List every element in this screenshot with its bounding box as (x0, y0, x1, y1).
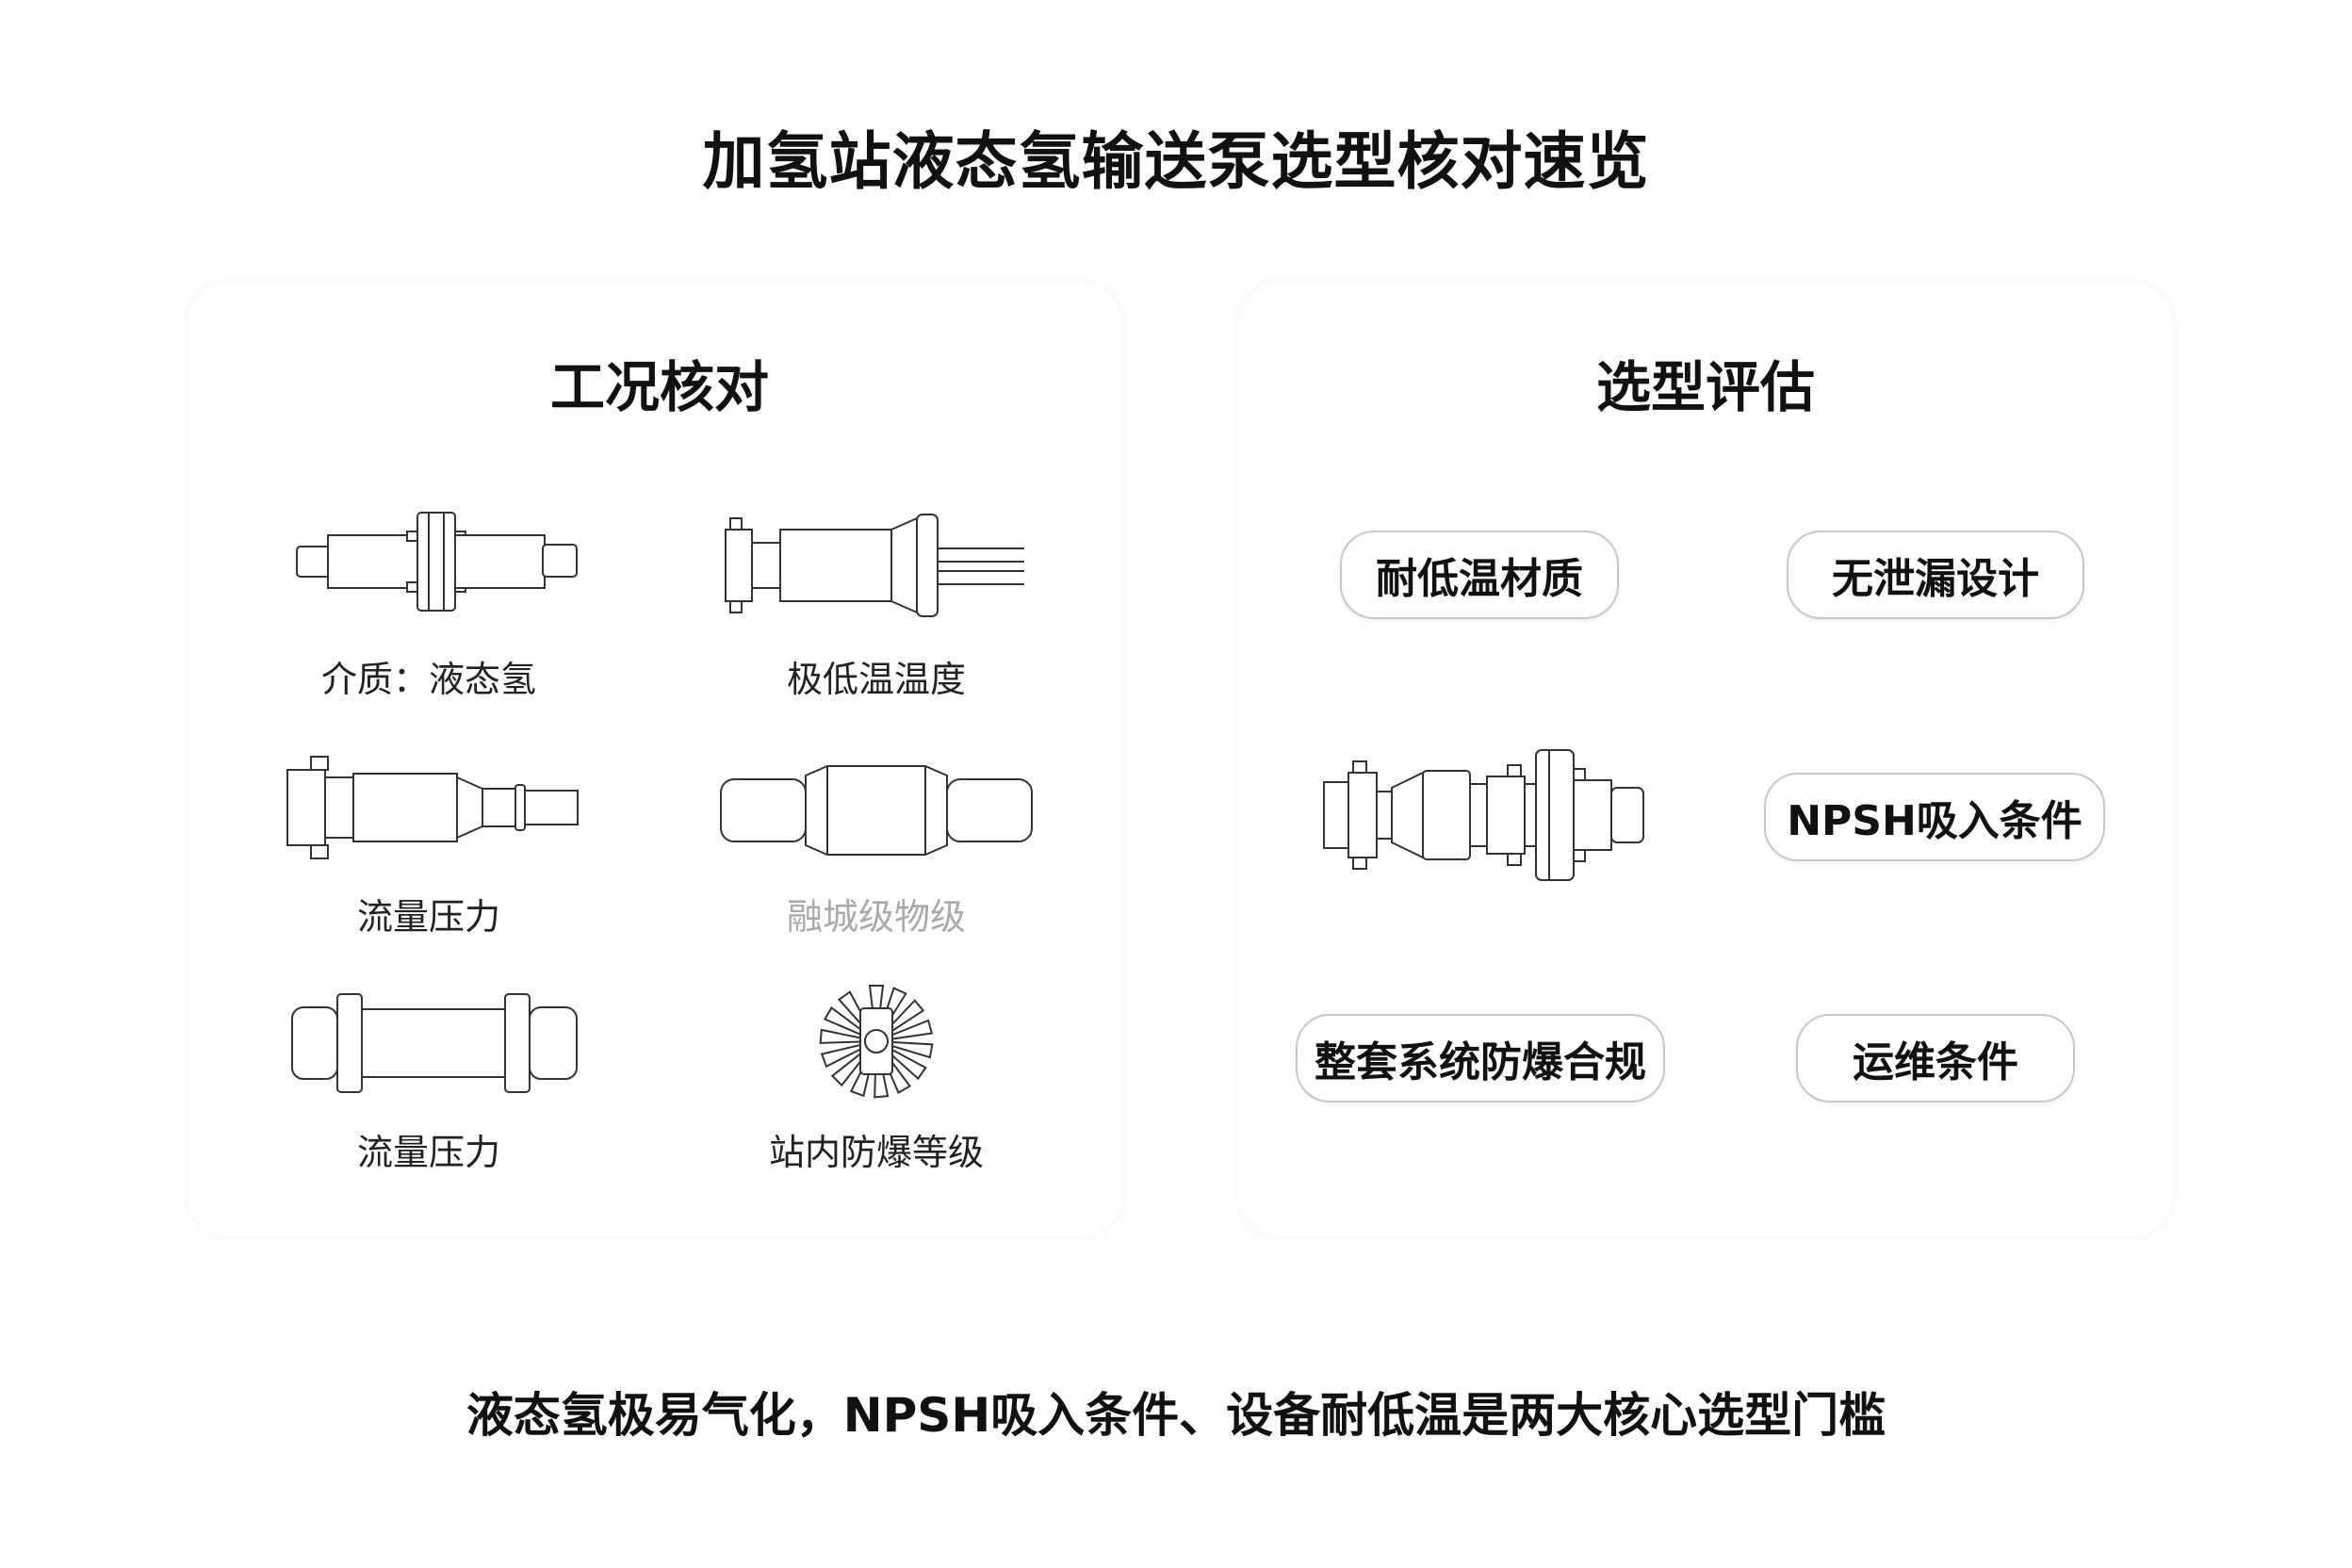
pill-low-temp-material: 耐低温材质 (1340, 531, 1619, 619)
valve-body-icon (716, 759, 1037, 862)
pill-system-explosion-compliance: 整套系统防爆合规 (1296, 1014, 1665, 1102)
item-label-material-grade: 融城级物级 (786, 896, 966, 938)
pill-npsh-suction: NPSH吸入条件 (1764, 773, 2105, 861)
selection-evaluation-heading: 选型评估 (1595, 355, 1815, 419)
item-label-low-temp: 极低温温度 (786, 659, 966, 700)
footer-summary: 液态氢极易气化，NPSH吸入条件、设备耐低温是两大核心选型门槛 (466, 1388, 1886, 1443)
item-label-flow-pressure-1: 流量压力 (356, 896, 500, 938)
pump-shaft-flange-icon (292, 499, 584, 622)
pill-maintenance-conditions: 运维条件 (1796, 1014, 2075, 1102)
item-label-explosion-grade: 站内防爆等级 (768, 1132, 984, 1173)
item-label-flow-pressure-2: 流量压力 (356, 1132, 500, 1173)
pill-leak-free-design: 无泄漏设计 (1787, 531, 2084, 619)
page-title: 加氢站液态氢输送泵选型核对速览 (702, 125, 1650, 198)
pump-flange-inlet-icon (721, 509, 1032, 622)
operating-conditions-heading: 工况核对 (549, 355, 769, 419)
impeller-icon (815, 980, 938, 1102)
pump-assembly-icon (1319, 744, 1649, 886)
item-label-medium: 介质：液态氢 (320, 659, 536, 700)
pipe-connector-icon (283, 749, 584, 867)
pipe-section-icon (287, 985, 589, 1102)
